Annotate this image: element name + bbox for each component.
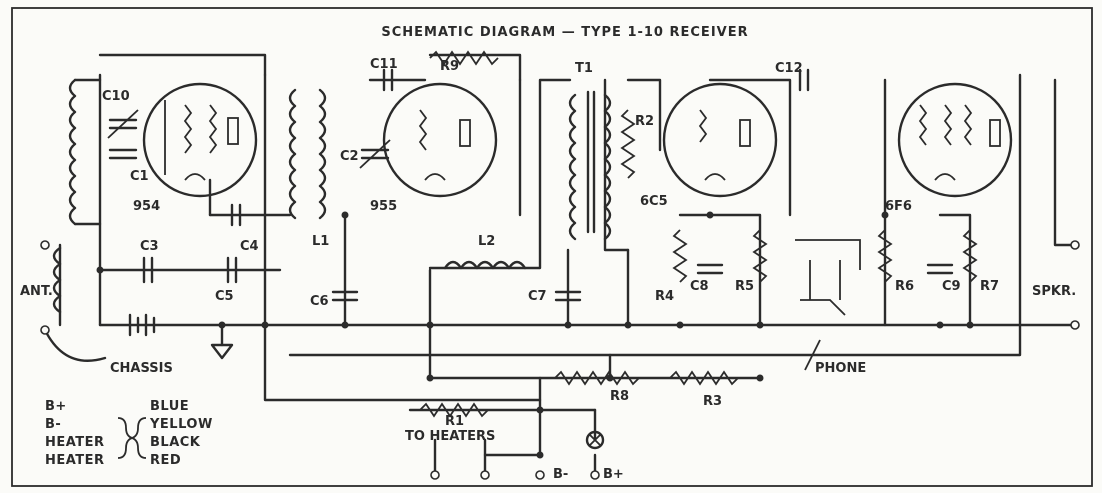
label-c4: C4 bbox=[240, 239, 259, 254]
antenna-coil bbox=[68, 78, 102, 226]
label-c2: C2 bbox=[340, 149, 359, 164]
tube-6f6 bbox=[897, 82, 1013, 198]
label-c1: C1 bbox=[130, 169, 149, 184]
tube-6c5 bbox=[662, 82, 778, 198]
tube-labels: 954 955 6C5 6F6 T1 bbox=[133, 61, 912, 214]
label-l2: L2 bbox=[478, 234, 495, 249]
capacitor-symbols bbox=[107, 68, 954, 302]
label-r1: R1 bbox=[445, 414, 464, 429]
label-c8: C8 bbox=[690, 279, 709, 294]
label-r3: R3 bbox=[703, 394, 722, 409]
label-transformer: T1 bbox=[575, 61, 593, 76]
label-tube-955: 955 bbox=[370, 199, 397, 214]
legend-lead-3: HEATER bbox=[45, 435, 105, 450]
label-c9: C9 bbox=[942, 279, 961, 294]
junction-dots bbox=[96, 211, 974, 459]
label-tube-954: 954 bbox=[133, 199, 160, 214]
legend-color-2: YELLOW bbox=[149, 417, 213, 432]
label-b-minus: B- bbox=[553, 467, 568, 482]
label-speaker: SPKR. bbox=[1032, 284, 1076, 299]
label-tube-6c5: 6C5 bbox=[640, 194, 668, 209]
antenna-loop bbox=[43, 246, 107, 362]
legend-color-4: RED bbox=[150, 453, 181, 468]
label-c11: C11 bbox=[370, 57, 398, 72]
label-antenna: ANT. bbox=[20, 284, 53, 299]
label-r2: R2 bbox=[635, 114, 654, 129]
label-tube-6f6: 6F6 bbox=[885, 199, 912, 214]
label-c5: C5 bbox=[215, 289, 234, 304]
legend-color-1: BLUE bbox=[150, 399, 189, 414]
terminals bbox=[40, 240, 1080, 480]
label-chassis: CHASSIS bbox=[110, 361, 173, 376]
label-to-heaters: TO HEATERS bbox=[405, 429, 495, 444]
label-c6: C6 bbox=[310, 294, 329, 309]
legend-lead-1: B+ bbox=[45, 399, 67, 414]
choke-l2 bbox=[443, 260, 527, 270]
label-b-plus: B+ bbox=[603, 467, 624, 482]
phone-jack bbox=[795, 239, 861, 371]
label-r5: R5 bbox=[735, 279, 754, 294]
label-r6: R6 bbox=[895, 279, 914, 294]
label-r8: R8 bbox=[610, 389, 629, 404]
pilot-lamp bbox=[585, 430, 605, 450]
diagram-border bbox=[11, 7, 1093, 487]
legend-lead-4: HEATER bbox=[45, 453, 105, 468]
label-c3: C3 bbox=[140, 239, 159, 254]
transformer-t1 bbox=[568, 90, 612, 241]
diagram-title: SCHEMATIC DIAGRAM — TYPE 1-10 RECEIVER bbox=[381, 25, 748, 40]
terminal-labels: ANT. CHASSIS SPKR. PHONE TO HEATERS B- B… bbox=[20, 284, 1076, 482]
resistor-symbols bbox=[419, 50, 978, 418]
wire-color-legend: B+ BLUE B- YELLOW HEATER BLACK HEATER RE… bbox=[45, 399, 213, 468]
label-l1: L1 bbox=[312, 234, 329, 249]
legend-color-3: BLACK bbox=[150, 435, 201, 450]
component-labels: C1 C2 C3 C4 C5 C6 C7 C8 C9 C10 C11 C12 R… bbox=[102, 57, 999, 429]
tube-954 bbox=[142, 82, 258, 198]
label-r4: R4 bbox=[655, 289, 674, 304]
label-c12: C12 bbox=[775, 61, 803, 76]
label-c10: C10 bbox=[102, 89, 130, 104]
label-r9: R9 bbox=[440, 59, 459, 74]
label-r7: R7 bbox=[980, 279, 999, 294]
label-c7: C7 bbox=[528, 289, 547, 304]
rf-coupling-coil bbox=[288, 88, 327, 220]
ground-symbol bbox=[210, 323, 234, 360]
tube-955 bbox=[382, 82, 498, 198]
battery-symbol bbox=[128, 313, 156, 337]
legend-lead-2: B- bbox=[45, 417, 61, 432]
label-phone: PHONE bbox=[815, 361, 866, 376]
